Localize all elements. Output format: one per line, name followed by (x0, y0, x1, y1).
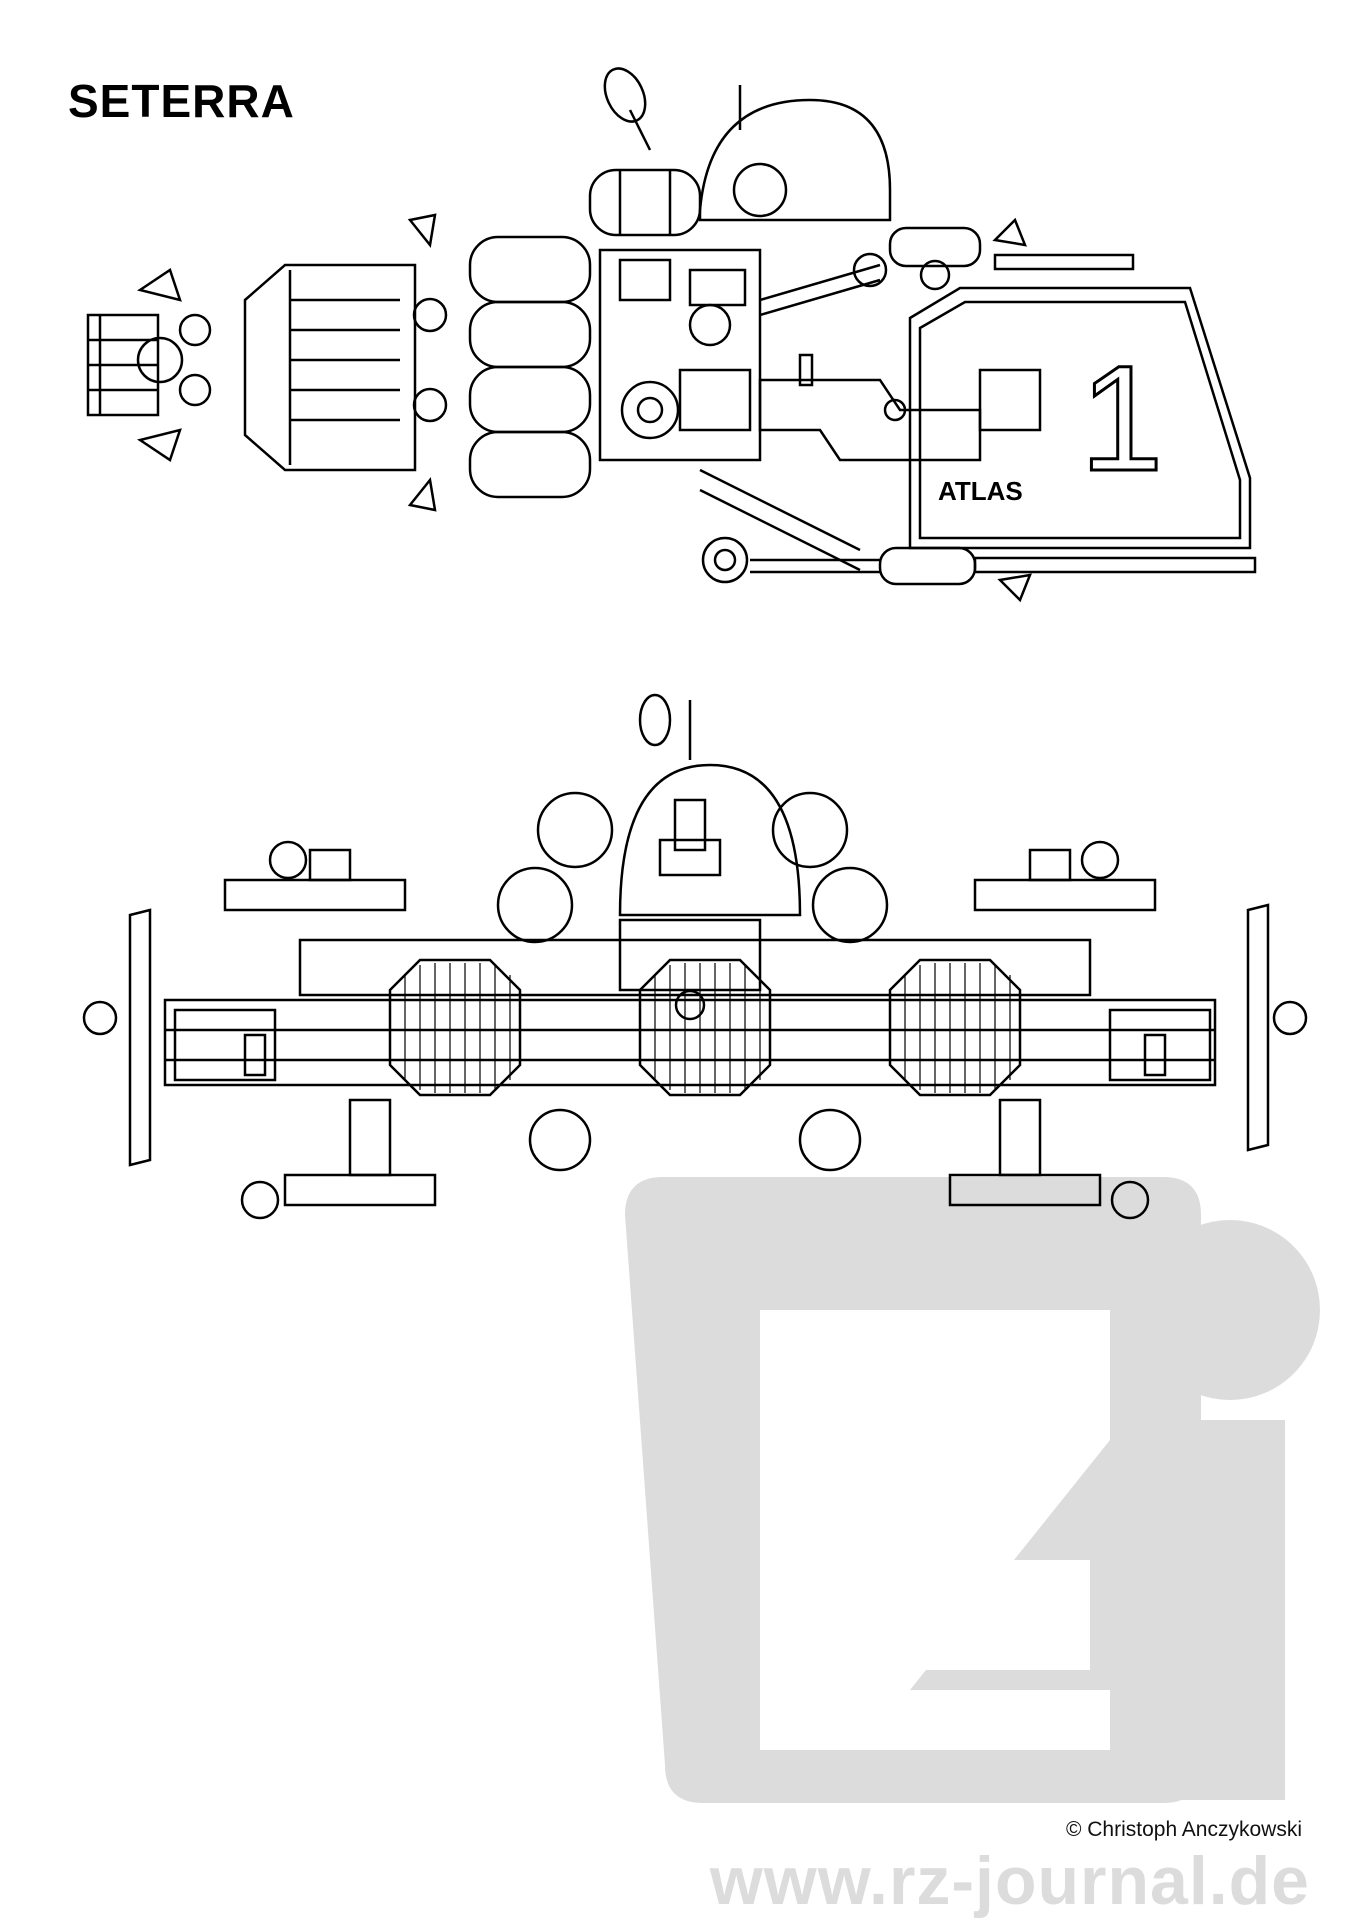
platform-top-right (973, 878, 1157, 912)
left-solar-panel (128, 908, 152, 1167)
platform-bottom-left (283, 1173, 437, 1207)
cockpit-dome (618, 763, 802, 917)
ship-number: 1 (1080, 334, 1163, 502)
ship-label: ATLAS (938, 476, 1023, 506)
reactor-left (388, 958, 522, 1097)
page-title: SETERRA (68, 75, 295, 127)
website-watermark: www.rz-journal.de (709, 1843, 1310, 1919)
copyright: © Christoph Anczykowski (1065, 1818, 1302, 1841)
reactor-right (888, 958, 1022, 1097)
right-solar-panel (1246, 903, 1270, 1152)
reactor-center (638, 958, 772, 1097)
platform-bottom-right (948, 1173, 1102, 1207)
platform-top-left (223, 878, 407, 912)
main-drum (243, 263, 417, 472)
cargo-panel (908, 286, 1252, 550)
